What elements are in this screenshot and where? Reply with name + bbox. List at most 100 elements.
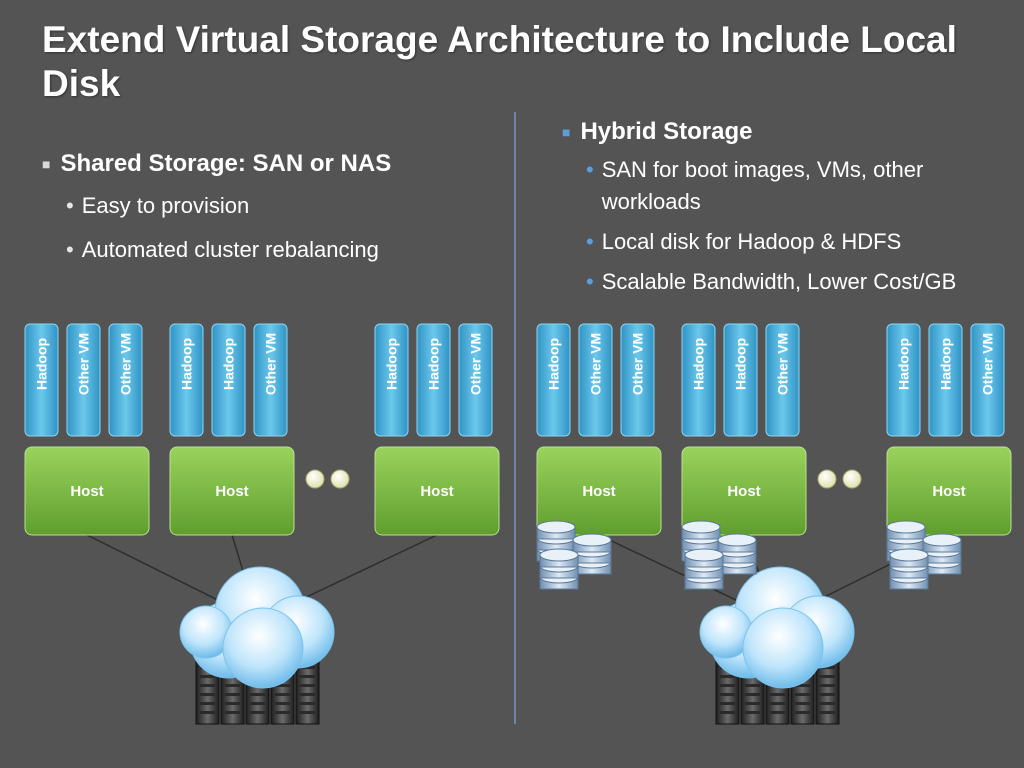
vm-label: Other VM <box>263 333 279 395</box>
rack-slot <box>820 675 835 678</box>
host-label: Host <box>215 483 248 500</box>
rack-slot <box>200 711 215 714</box>
left-item: • Easy to provision <box>42 190 502 222</box>
rack-slot <box>770 711 785 714</box>
vm-box <box>458 323 493 437</box>
rack-slot <box>275 684 290 687</box>
slide-title: Extend Virtual Storage Architecture to I… <box>42 19 957 104</box>
vm-label: Hadoop <box>384 338 400 390</box>
rack-column <box>815 659 840 725</box>
left-shared-storage <box>179 566 335 725</box>
square-bullet-icon: ■ <box>42 156 51 172</box>
rack-slot <box>745 693 760 696</box>
right-item-text: SAN for boot images, VMs, other workload… <box>601 157 924 214</box>
rack-slot <box>745 684 760 687</box>
rack-slot <box>720 675 735 678</box>
rack-slot <box>275 711 290 714</box>
rack-slot <box>795 684 810 687</box>
rack-slot <box>720 711 735 714</box>
rack-slot <box>200 684 215 687</box>
vm-label: Other VM <box>76 333 92 395</box>
vm-label: Other VM <box>630 333 646 395</box>
disk-top <box>922 533 962 547</box>
rack-slot <box>720 684 735 687</box>
vm-box <box>928 323 963 437</box>
rack-slot <box>820 666 835 669</box>
dot-bullet-icon: • <box>66 237 74 262</box>
disk-top <box>684 548 724 562</box>
right-heading: Hybrid Storage <box>580 118 753 145</box>
vm-box <box>416 323 451 437</box>
host-box <box>374 446 500 536</box>
vm-label: Other VM <box>468 333 484 395</box>
dot <box>305 469 325 489</box>
vm-box <box>536 323 571 437</box>
dot <box>842 469 862 489</box>
vm-box <box>253 323 288 437</box>
vm-label: Hadoop <box>896 338 912 390</box>
vm-box <box>66 323 101 437</box>
vm-label: Hadoop <box>733 338 749 390</box>
dot <box>330 469 350 489</box>
ellipsis-dots-icon <box>305 469 350 489</box>
section-divider <box>514 112 516 724</box>
rack-slot <box>745 711 760 714</box>
left-item-text: Easy to provision <box>81 193 250 218</box>
disk-stack-icon <box>539 548 579 590</box>
vm-label: Other VM <box>980 333 996 395</box>
rack-slot <box>300 711 315 714</box>
disk-top <box>886 520 926 534</box>
rack-slot <box>300 684 315 687</box>
cloud-icon <box>179 566 335 689</box>
vm-label: Hadoop <box>426 338 442 390</box>
left-item: • Automated cluster rebalancing <box>42 234 502 266</box>
dot-bullet-icon: • <box>586 229 594 254</box>
right-item-text: Local disk for Hadoop & HDFS <box>601 229 902 254</box>
right-shared-storage <box>699 566 855 725</box>
vm-box <box>24 323 59 437</box>
rack-slot <box>795 711 810 714</box>
vm-box <box>211 323 246 437</box>
vm-box <box>765 323 800 437</box>
rack-slot <box>225 702 240 705</box>
vm-box <box>723 323 758 437</box>
rack-slot <box>795 702 810 705</box>
right-bullet-list: ■ Hybrid Storage • SAN for boot images, … <box>562 118 1022 298</box>
right-item: • Local disk for Hadoop & HDFS <box>562 226 1022 258</box>
right-item-text: Scalable Bandwidth, Lower Cost/GB <box>601 269 957 294</box>
vm-box <box>374 323 409 437</box>
rack-slot <box>770 702 785 705</box>
host-box <box>24 446 150 536</box>
rack-slot <box>225 684 240 687</box>
left-heading: Shared Storage: SAN or NAS <box>60 150 392 177</box>
vm-box <box>970 323 1005 437</box>
right-item: • Scalable Bandwidth, Lower Cost/GB <box>562 266 1022 298</box>
vm-label: Hadoop <box>34 338 50 390</box>
rack-slot <box>300 693 315 696</box>
dot-bullet-icon: • <box>66 193 74 218</box>
disk-stack-icon <box>717 533 757 575</box>
rack-slot <box>225 693 240 696</box>
disk-stack-icon <box>889 548 929 590</box>
host-label: Host <box>932 483 965 500</box>
rack-column <box>295 659 320 725</box>
disk-top <box>572 533 612 547</box>
host-label: Host <box>70 483 103 500</box>
rack-slot <box>200 702 215 705</box>
right-heading-bullet: ■ Hybrid Storage <box>562 118 1022 146</box>
rack-slot <box>745 702 760 705</box>
rack-slot <box>300 666 315 669</box>
vm-box <box>108 323 143 437</box>
vm-box <box>169 323 204 437</box>
rack-slot <box>770 693 785 696</box>
rack-slot <box>200 675 215 678</box>
disk-top <box>539 548 579 562</box>
rack-slot <box>275 702 290 705</box>
rack-slot <box>275 693 290 696</box>
